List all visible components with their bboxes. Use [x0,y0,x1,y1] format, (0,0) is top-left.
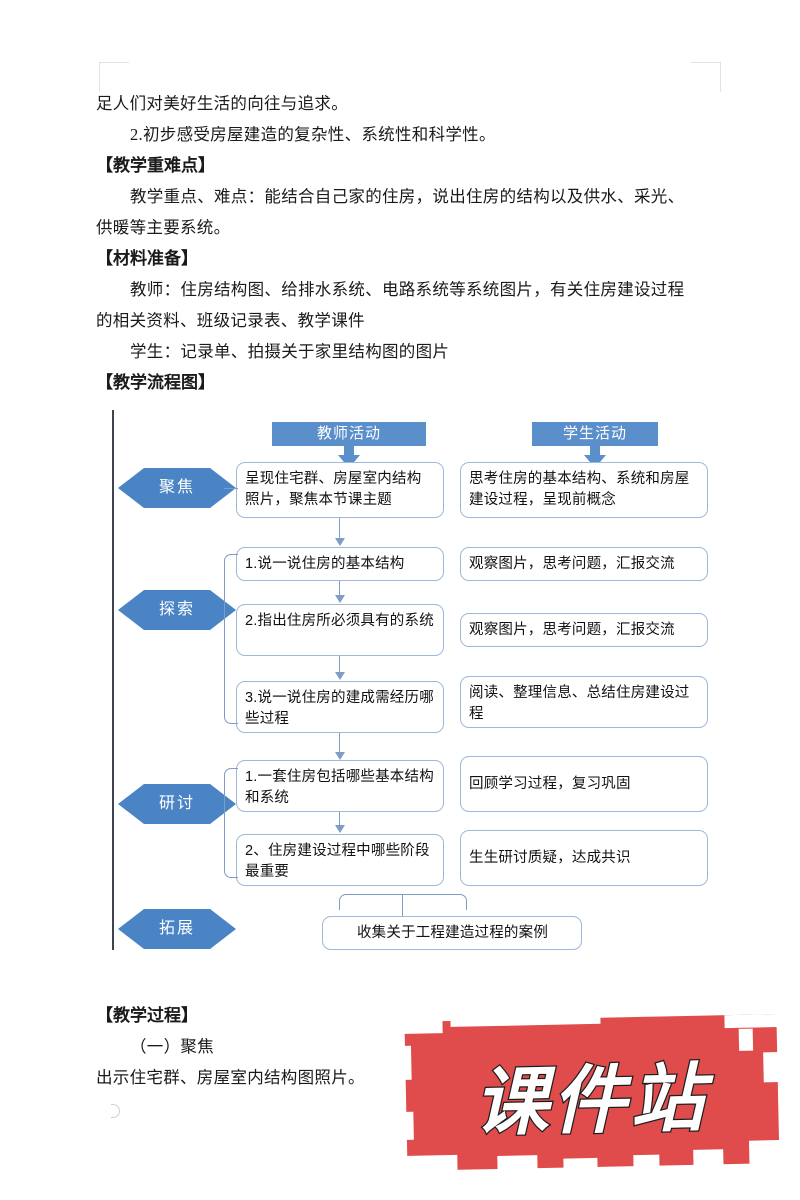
student-activity-box: 观察图片，思考问题，汇报交流 [460,547,708,581]
body-line: 教师：住房结构图、给排水系统、电路系统等系统图片，有关住房建设过程 [130,280,685,299]
teacher-activity-box: 呈现住宅群、房屋室内结构照片，聚焦本节课主题 [236,462,444,518]
document-text-lower: 【教学过程】 （一）聚焦 出示住宅群、房屋室内结构图照片。 [96,1000,716,1093]
student-header-stem [590,446,600,456]
teacher-activity-box: 2.指出住房所必须具有的系统 [236,604,444,656]
body-line: 教学重点、难点：能结合自己家的住房，说出住房的结构以及供水、采光、 [130,187,685,206]
stage-diamond-extend: 拓展 [118,909,236,949]
page-crop-mark-top-left [99,62,129,92]
section-heading: 【教学重难点】 [96,156,215,175]
student-activity-box: 思考住房的基本结构、系统和房屋建设过程，呈现前概念 [460,462,708,518]
flowchart-left-spine [112,410,114,950]
teacher-activity-box: 2、住房建设过程中哪些阶段最重要 [236,834,444,886]
column-header-student: 学生活动 [532,422,658,446]
document-text-upper: 足人们对美好生活的向往与追求。 2.初步感受房屋建造的复杂性、系统性和科学性。 … [96,88,716,398]
section-heading: 【教学流程图】 [96,373,215,392]
flow-connector [339,581,341,598]
flow-arrow-icon [335,672,345,680]
body-line: 供暖等主要系统。 [96,218,231,237]
teacher-activity-box: 1.说一说住房的基本结构 [236,547,444,581]
flow-connector [339,812,341,828]
student-activity-box: 回顾学习过程，复习巩固 [460,756,708,812]
teacher-activity-box: 3.说一说住房的建成需经历哪些过程 [236,681,444,733]
flow-arrow-icon [335,752,345,760]
stamp-text: 课件站 [472,1054,710,1147]
flow-arrow-icon [335,595,345,603]
section-heading: 【教学过程】 [96,1006,198,1025]
flow-connector [339,733,341,755]
section-heading: 【材料准备】 [96,249,198,268]
stage-diamond-explore: 探索 [118,590,236,630]
stage-diamond-focus: 聚焦 [118,468,236,508]
student-activity-box: 阅读、整理信息、总结住房建设过程 [460,676,708,728]
teacher-activity-box: 1.一套住房包括哪些基本结构和系统 [236,760,444,812]
body-line: 足人们对美好生活的向往与追求。 [96,94,348,113]
flow-arrow-icon [335,825,345,833]
student-activity-box: 观察图片，思考问题，汇报交流 [460,613,708,647]
teaching-flowchart: 教师活动 学生活动 聚焦 探索 研讨 拓展 呈现住宅群、房屋室内结构照片，聚焦本… [96,404,726,1118]
body-line: （一）聚焦 [130,1037,214,1056]
body-line: 出示住宅群、房屋室内结构图照片。 [96,1068,365,1087]
discuss-bracket-connector [224,768,238,878]
flow-connector [339,518,341,541]
column-header-teacher: 教师活动 [272,422,426,446]
extension-activity-box: 收集关于工程建造过程的案例 [322,916,582,950]
flowchart-spine-notch [111,1104,120,1118]
flow-connector [402,894,404,920]
focus-connector [224,488,238,490]
page-crop-mark-top-right [691,62,721,92]
watermark-stamp: 课件站 [394,1008,788,1182]
teacher-header-stem [344,446,354,456]
body-line: 学生：记录单、拍摄关于家里结构图的图片 [130,342,450,361]
body-line: 2.初步感受房屋建造的复杂性、系统性和科学性。 [130,125,496,144]
student-activity-box: 生生研讨质疑，达成共识 [460,830,708,886]
body-line: 的相关资料、班级记录表、教学课件 [96,311,365,330]
flow-arrow-icon [335,538,345,546]
explore-bracket-connector [224,554,238,724]
flow-connector [339,656,341,675]
stage-diamond-discuss: 研讨 [118,784,236,824]
